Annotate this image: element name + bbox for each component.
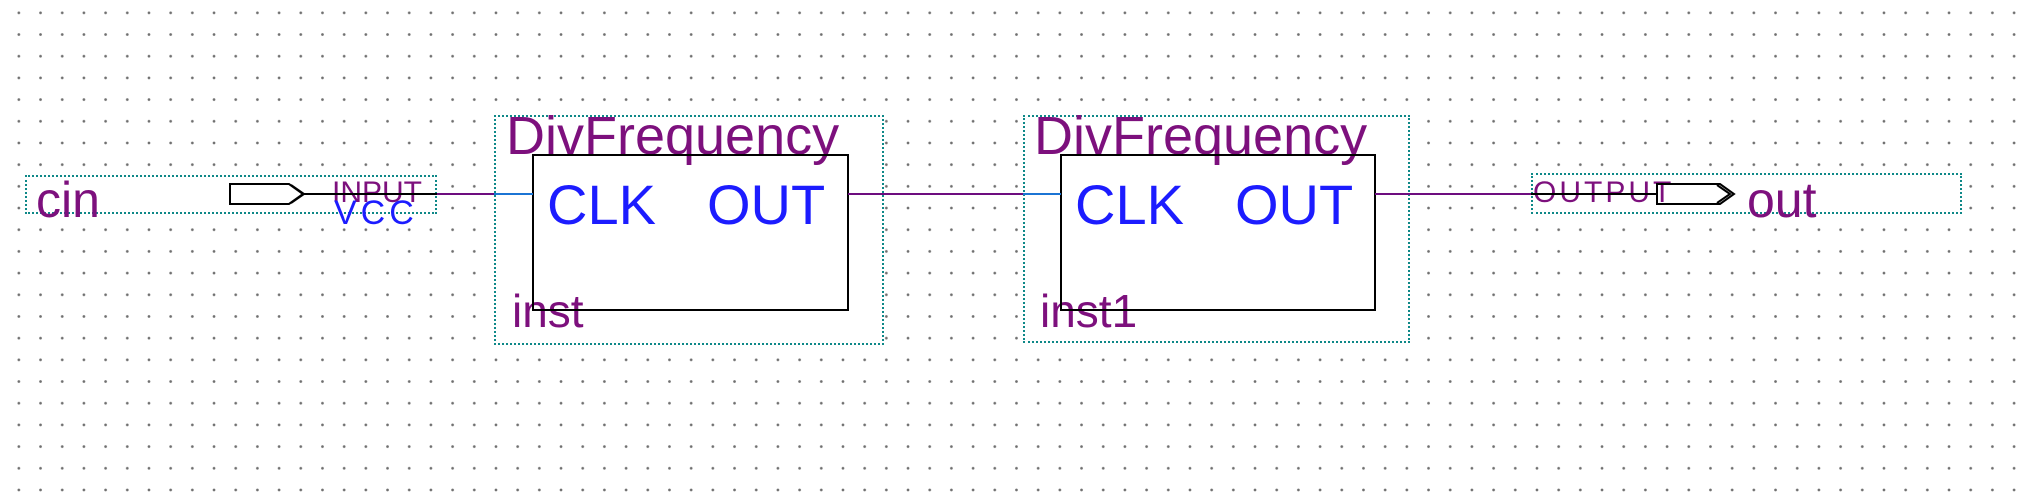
output-pin-symbol-outline[interactable] — [1656, 183, 1736, 205]
output-pin-name-label[interactable]: out — [1747, 172, 1817, 228]
block1-body[interactable] — [533, 155, 848, 310]
block1-port-out-label: OUT — [707, 173, 826, 236]
input-pin-symbol[interactable] — [230, 184, 303, 204]
input-pin-symbol-outline[interactable] — [229, 183, 305, 205]
block2-port-out-label: OUT — [1235, 173, 1354, 236]
input-pin-type-label: INPUT — [332, 176, 422, 209]
block2-port-clk-label: CLK — [1075, 173, 1184, 236]
output-pin-type-label: OUTPUT — [1533, 176, 1675, 209]
block2-outline[interactable] — [1060, 154, 1376, 311]
output-pin-tip-icon — [1716, 184, 1732, 204]
block1-port-clk-label: CLK — [547, 173, 656, 236]
input-pin-name-label[interactable]: cin — [36, 172, 100, 228]
block1-outline[interactable] — [532, 154, 849, 311]
input-pin-level-label: VCC — [334, 194, 418, 232]
output-pin-symbol[interactable] — [1657, 184, 1734, 204]
block2-body[interactable] — [1061, 155, 1375, 310]
